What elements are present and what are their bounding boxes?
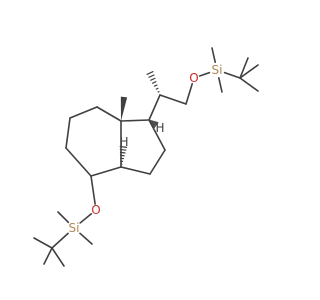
oxygen-atom-label: O: [91, 203, 100, 217]
hydrogen-atom-label: H: [119, 135, 128, 149]
si-methyl-bond: [57, 211, 70, 224]
ring-bond: [149, 149, 166, 175]
bond-layer: [33, 47, 259, 267]
hashed-methyl-bond: [148, 74, 155, 79]
hydrogen-atom-label: H: [155, 121, 164, 135]
hashed-h-bond: [119, 151, 126, 154]
si-c-bond: [223, 71, 241, 79]
methyl-bond: [239, 57, 249, 79]
ring-bond: [65, 147, 92, 177]
hashed-h-bond: [151, 121, 157, 127]
hashed-methyl-bond: [150, 77, 156, 81]
angular-methyl-wedge: [120, 96, 128, 121]
si-c-bond: [51, 232, 69, 249]
o-si-bond: [79, 212, 93, 224]
silicon-atom-label: Si: [212, 63, 223, 77]
ring-bond: [120, 119, 150, 122]
hashed-h-bond: [119, 145, 128, 149]
hashed-h-bond: [153, 121, 159, 129]
hashed-methyl-bond: [155, 87, 159, 90]
methyl-bond: [239, 64, 259, 79]
hashed-h-bond: [119, 148, 127, 151]
ring-bond: [90, 166, 122, 177]
methyl-bond: [51, 247, 65, 267]
ring-bond: [148, 119, 166, 151]
ring-bond: [65, 117, 71, 149]
c-o-bond: [90, 175, 96, 205]
hashed-methyl-bond: [151, 80, 157, 84]
ring-bond: [96, 106, 122, 122]
o-si-bond: [198, 71, 211, 77]
methyl-bond: [33, 237, 53, 249]
hashed-methyl-bond: [153, 84, 158, 87]
hashed-h-bond: [119, 154, 125, 157]
silicon-atom-label: Si: [69, 221, 80, 235]
hashed-h-bond: [148, 119, 152, 122]
hashed-h-bond: [152, 121, 158, 128]
ring-bond: [120, 166, 151, 175]
methyl-bond: [43, 247, 53, 265]
hashed-methyl-bond: [146, 70, 154, 76]
ring-bond: [69, 106, 98, 119]
c-o-bond: [185, 82, 194, 105]
hashed-h-bond: [150, 120, 154, 125]
c-c-bond: [159, 94, 187, 105]
methyl-bond: [239, 77, 259, 92]
hashed-h-bond: [149, 119, 153, 123]
c-c-bond: [148, 94, 161, 121]
hashed-methyl-bond: [157, 90, 160, 93]
hashed-h-bond: [151, 120, 155, 126]
oxygen-atom-label: O: [189, 71, 198, 85]
si-methyl-bond: [79, 232, 93, 245]
si-methyl-bond: [217, 77, 223, 93]
si-methyl-bond: [211, 47, 217, 63]
